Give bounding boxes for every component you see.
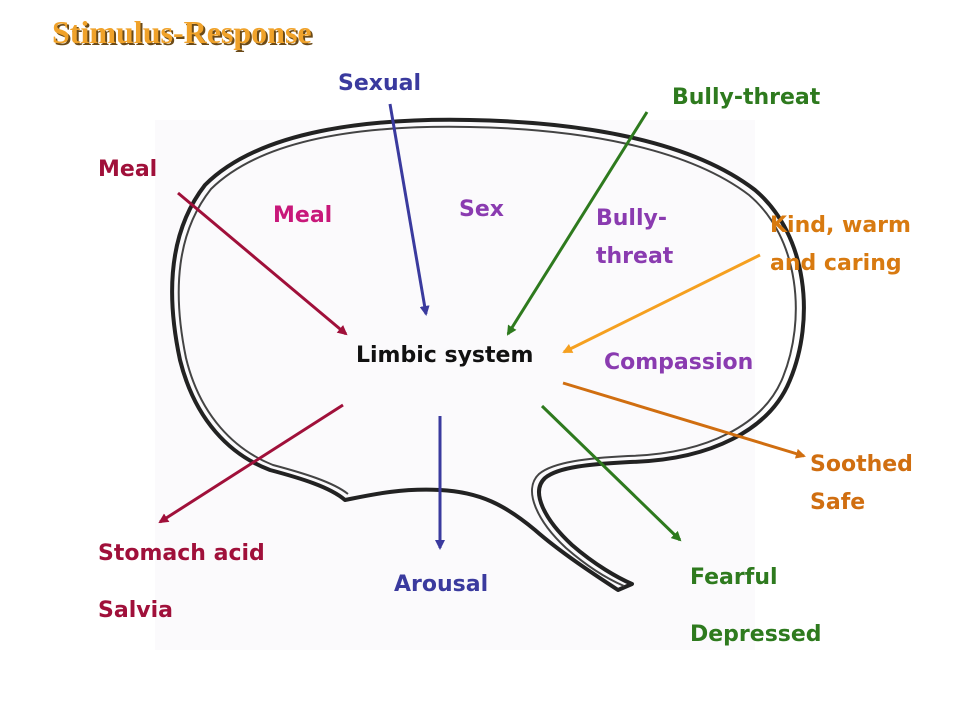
stimulus-sexual-label: Sexual (338, 71, 422, 96)
stimulus-meal-label: Meal (98, 157, 158, 182)
inner-compassion-label: Compassion (604, 350, 754, 375)
center-label-limbic-system: Limbic system (356, 343, 534, 368)
page-title: Stimulus-Response (52, 14, 312, 50)
brain-outline-inner (177, 125, 797, 587)
response-stomach-label-line1: Stomach acid (98, 541, 265, 566)
paper-background (155, 120, 755, 650)
stimulus-kind-label-line2: and caring (770, 251, 902, 276)
response-fearful-label-line2: Depressed (690, 622, 822, 647)
arrow-meal-in (177, 191, 348, 336)
stimulus-kind-label-line1: Kind, warm (770, 213, 911, 238)
inner-sex-label: Sex (459, 197, 504, 222)
arrow-fearful-out (540, 404, 682, 542)
arrow-bully-in (506, 111, 649, 336)
stimulus-bully-threat-label: Bully-threat (672, 85, 821, 110)
response-fearful-label-line1: Fearful (690, 565, 778, 590)
arrow-kind-in (562, 253, 761, 354)
brain-outline (170, 117, 806, 592)
response-arousal-label: Arousal (394, 572, 489, 597)
arrow-soothed-out (562, 381, 806, 459)
arrow-stomach-out (158, 403, 344, 524)
response-soothed-label-line2: Safe (810, 490, 866, 515)
inner-bully-label-line2: threat (596, 244, 674, 269)
inner-bully-label-line1: Bully- (596, 206, 667, 231)
response-stomach-label-line2: Salvia (98, 598, 173, 623)
arrow-sexual-in (388, 103, 430, 316)
inner-meal-label: Meal (273, 203, 333, 228)
response-soothed-label-line1: Soothed (810, 452, 913, 477)
